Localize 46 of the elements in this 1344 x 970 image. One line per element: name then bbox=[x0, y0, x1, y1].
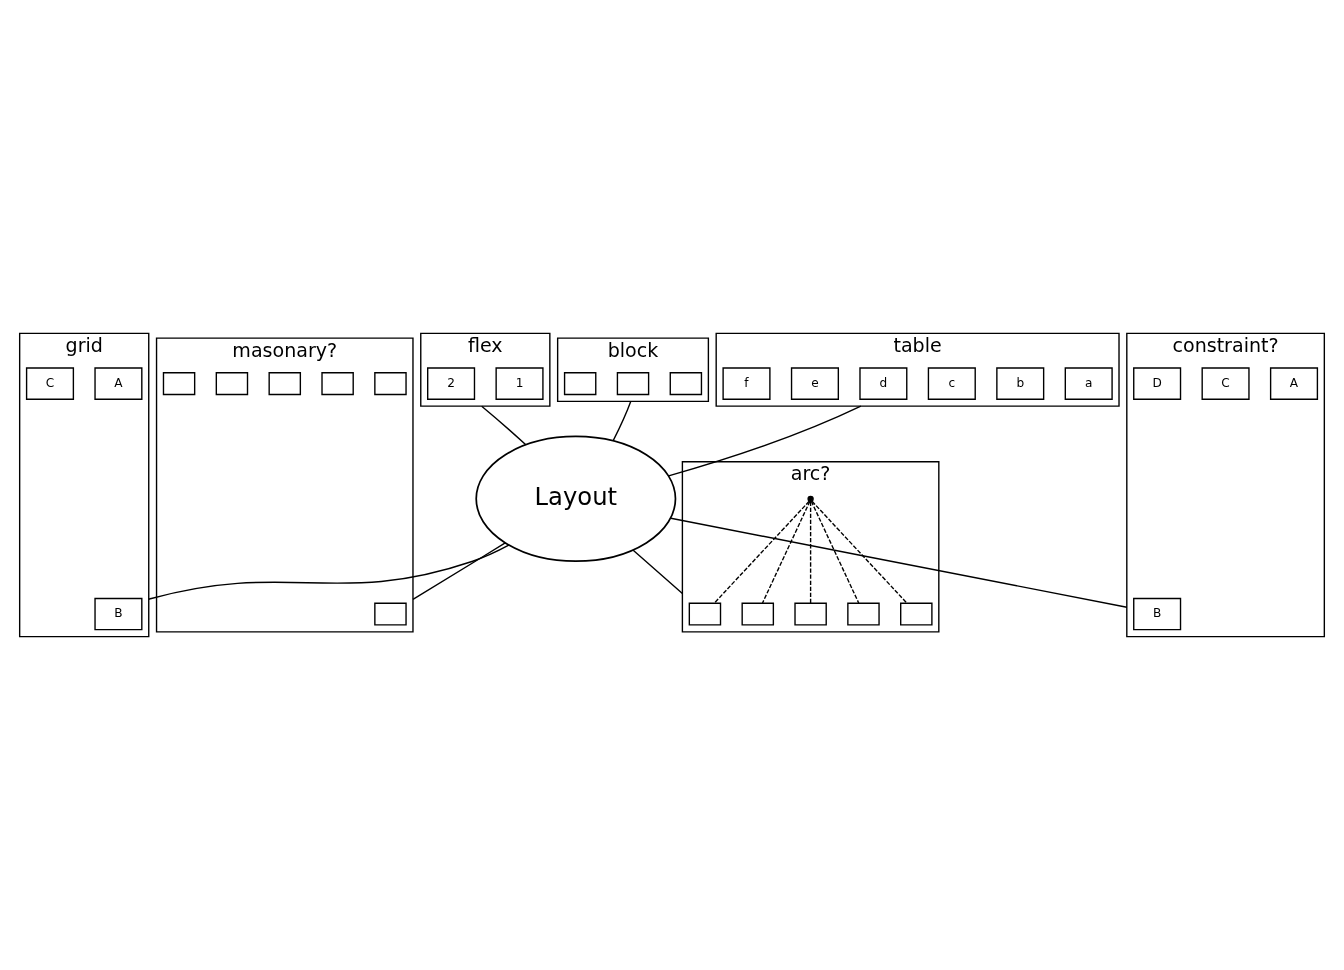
node-box: B bbox=[94, 597, 143, 631]
node-box bbox=[741, 602, 775, 626]
node-ellipse: Layout bbox=[475, 435, 677, 563]
node-box bbox=[616, 372, 650, 396]
cluster: block bbox=[556, 337, 710, 403]
connector bbox=[809, 501, 812, 604]
node-box bbox=[900, 602, 933, 626]
connector bbox=[670, 517, 1128, 608]
node-box: e bbox=[790, 367, 840, 400]
connector bbox=[811, 500, 908, 604]
node-box bbox=[374, 372, 407, 396]
node-box: 1 bbox=[495, 367, 544, 400]
node-box: c bbox=[927, 367, 976, 400]
node-box: A bbox=[1269, 367, 1319, 400]
node-box bbox=[215, 372, 249, 396]
node-box bbox=[688, 602, 722, 626]
connector bbox=[810, 500, 860, 604]
node-box: d bbox=[859, 367, 908, 400]
connector bbox=[481, 405, 527, 446]
node-box bbox=[669, 372, 703, 396]
node-box bbox=[374, 602, 407, 626]
node-box: C bbox=[25, 367, 75, 400]
connector bbox=[761, 500, 811, 604]
node-box bbox=[563, 372, 597, 396]
connector bbox=[412, 542, 506, 601]
node-box: D bbox=[1133, 367, 1182, 400]
node-point bbox=[807, 495, 814, 503]
connector bbox=[148, 544, 510, 600]
cluster: masonary? bbox=[155, 337, 414, 633]
cluster: arc? bbox=[681, 461, 940, 633]
connector bbox=[713, 500, 810, 604]
node-box: B bbox=[1133, 597, 1182, 631]
node-box: a bbox=[1064, 367, 1113, 400]
node-box bbox=[847, 602, 880, 626]
node-box bbox=[321, 372, 354, 396]
node-box bbox=[268, 372, 302, 396]
connector bbox=[667, 405, 862, 477]
node-box: b bbox=[996, 367, 1045, 400]
node-box bbox=[162, 372, 196, 396]
connector bbox=[612, 400, 632, 442]
node-box: 2 bbox=[427, 367, 476, 400]
node-box: A bbox=[94, 367, 143, 400]
node-box: C bbox=[1201, 367, 1250, 400]
node-box bbox=[794, 602, 827, 626]
connector bbox=[632, 549, 684, 595]
node-box: f bbox=[722, 367, 771, 400]
